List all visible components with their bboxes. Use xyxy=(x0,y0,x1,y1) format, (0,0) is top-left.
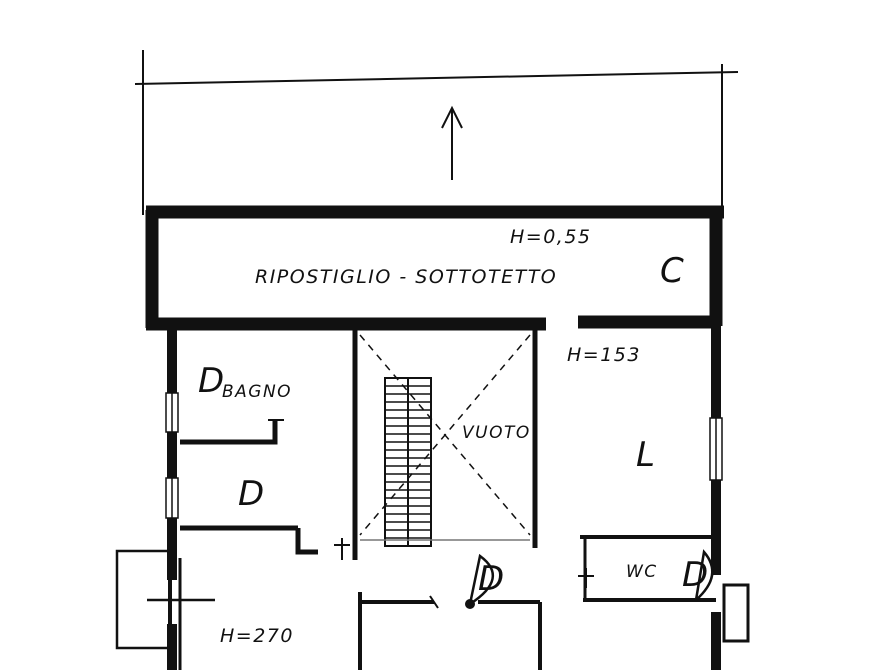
door-stops xyxy=(268,419,594,609)
void-name-label: VUOTO xyxy=(462,423,531,443)
void-cross xyxy=(359,334,531,536)
staircase xyxy=(384,377,432,547)
storage-letter-label: C xyxy=(660,251,684,291)
right-room-letter-label: L xyxy=(636,435,655,475)
door-pivot xyxy=(465,599,475,609)
right-room-height-label: H=153 xyxy=(567,344,641,366)
storage-walls xyxy=(145,205,724,331)
lower-room-height-label: H=270 xyxy=(220,625,294,647)
bath-name-label: BAGNO xyxy=(222,382,292,402)
wc-name-label: WC xyxy=(626,562,658,582)
right-external-box xyxy=(722,583,750,643)
interior-walls xyxy=(178,330,716,670)
roof-outline xyxy=(134,50,739,215)
door-swings xyxy=(468,549,714,606)
bath-letter-label: D xyxy=(198,361,224,401)
windows xyxy=(165,392,723,519)
exterior-walls xyxy=(167,326,721,670)
hall-letter-label: D xyxy=(478,559,504,599)
storage-name-label: RIPOSTIGLIO - SOTTOTETTO xyxy=(255,266,557,288)
wc-letter-label: D xyxy=(682,555,708,595)
left-balcony xyxy=(115,549,215,650)
bedroom-letter-label: D xyxy=(238,474,264,514)
storage-height-label: H=0,55 xyxy=(510,226,592,248)
direction-arrow xyxy=(441,105,463,180)
stair-treads xyxy=(385,385,431,539)
